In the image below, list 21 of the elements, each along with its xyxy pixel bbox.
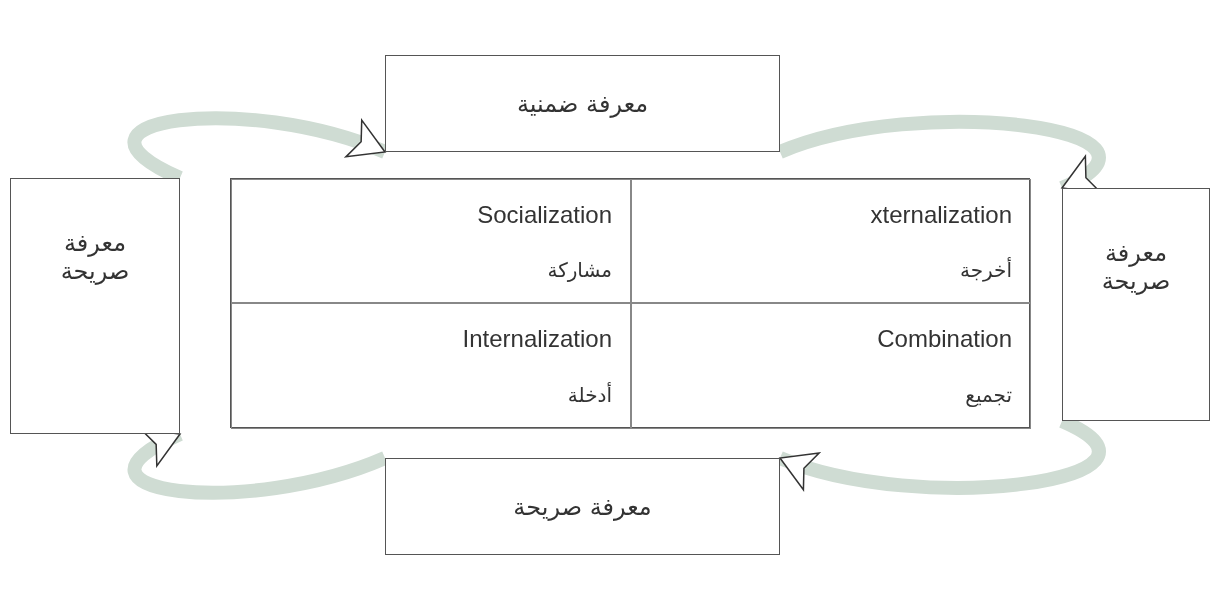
box-label: معرفة صريحة (513, 492, 652, 521)
box-label: معرفة صريحة (1100, 239, 1172, 295)
cell-subtitle: أدخلة (567, 383, 612, 407)
text-box (385, 458, 780, 555)
cell-subtitle: مشاركة (547, 257, 612, 282)
cell-title: Internalization (462, 325, 612, 353)
table-cell (631, 179, 1031, 303)
table-cell (231, 303, 631, 429)
table-cell (231, 179, 631, 303)
text-box (10, 178, 180, 434)
table-cell (631, 303, 1031, 429)
table-frame (230, 178, 1030, 428)
cell-title: Combination (877, 325, 1012, 353)
cell-subtitle: تجميع (965, 383, 1012, 407)
box-label: معرفة صريحة (59, 229, 131, 285)
text-box (385, 55, 780, 152)
cell-title: xternalization (870, 200, 1012, 229)
cell-subtitle: أخرجة (959, 257, 1012, 282)
text-box (1062, 188, 1210, 421)
cell-title: Socialization (477, 200, 612, 229)
box-label: معرفة ضمنية (516, 89, 649, 118)
